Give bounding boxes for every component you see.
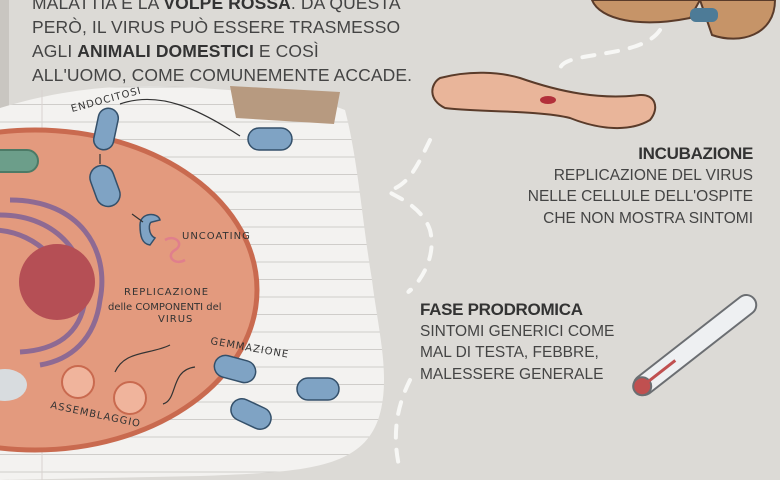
assembly-capsid bbox=[113, 381, 147, 415]
arrow bbox=[119, 98, 241, 137]
arrows bbox=[99, 98, 241, 405]
intro-line3-end: E COSÌ bbox=[253, 41, 319, 61]
prodromica-line: MAL DI TESTA, FEBBRE, bbox=[420, 344, 599, 361]
virus bbox=[92, 107, 120, 151]
dashed-path bbox=[386, 28, 662, 472]
incubazione-line: CHE NON MOSTRA SINTOMI bbox=[543, 209, 753, 227]
viruses bbox=[89, 107, 340, 430]
incubazione-line: NELLE CELLULE DELL'OSPITE bbox=[527, 188, 753, 205]
intro-line1: MALATTIA È LA bbox=[32, 0, 164, 13]
prodromica-line: SINTOMI GENERICI COME bbox=[420, 322, 615, 340]
bite-wound bbox=[540, 96, 556, 104]
intro-line1-end: . DA QUESTA bbox=[290, 0, 401, 13]
arrow bbox=[162, 366, 196, 405]
incubazione-section: INCUBAZIONE REPLICAZIONE DEL VIRUS NELLE… bbox=[527, 143, 754, 229]
vesicle bbox=[0, 369, 27, 401]
virus bbox=[230, 398, 272, 430]
arrow bbox=[114, 344, 171, 373]
label-replicazione-1: REPLICAZIONE bbox=[124, 287, 209, 298]
dog-collar bbox=[690, 8, 718, 22]
label-replicazione-3: VIRUS bbox=[158, 314, 193, 325]
uncoated-virus bbox=[139, 213, 161, 246]
arrow bbox=[131, 213, 144, 223]
incubazione-line: REPLICAZIONE DEL VIRUS bbox=[553, 166, 753, 184]
thermometer-illustration bbox=[632, 293, 758, 397]
intro-animali-domestici: ANIMALI DOMESTICI bbox=[77, 41, 254, 61]
label-replicazione-2: delle COMPONENTI del bbox=[108, 302, 222, 313]
prodromica-title: FASE PRODROMICA bbox=[420, 300, 583, 319]
assembly-capsid bbox=[61, 365, 95, 399]
virus bbox=[296, 377, 340, 401]
tape bbox=[230, 86, 340, 124]
intro-text: MALATTIA È LA VOLPE ROSSA. DA QUESTA PER… bbox=[32, 0, 412, 87]
rna-strand bbox=[164, 236, 186, 264]
prodromica-line: MALESSERE GENERALE bbox=[420, 365, 604, 383]
intro-volpe-rossa: VOLPE ROSSA bbox=[163, 0, 291, 13]
intro-line3: AGLI bbox=[32, 41, 78, 61]
nucleus bbox=[19, 244, 95, 320]
arm-illustration bbox=[431, 71, 657, 129]
intro-line2: PERÒ, IL VIRUS PUÒ ESSERE TRASMESSO bbox=[32, 17, 401, 37]
intro-line4: ALL'UOMO, COME COMUNEMENTE ACCADE. bbox=[32, 65, 413, 85]
virus bbox=[247, 127, 293, 151]
mitochondrion bbox=[0, 149, 39, 173]
virus bbox=[213, 354, 257, 384]
incubazione-title: INCUBAZIONE bbox=[638, 144, 753, 163]
prodromica-section: FASE PRODROMICA SINTOMI GENERICI COME MA… bbox=[420, 299, 614, 385]
dog-illustration bbox=[590, 0, 777, 40]
cell bbox=[0, 127, 260, 453]
virus bbox=[89, 164, 121, 208]
label-uncoating: UNCOATING bbox=[182, 231, 251, 242]
